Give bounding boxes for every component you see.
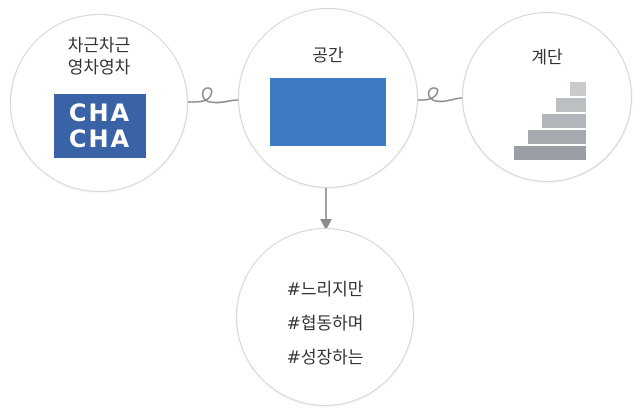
loop-connector-left (187, 87, 239, 104)
stair-step-1 (514, 146, 586, 160)
stairs-label: 계단 (531, 48, 563, 68)
stair-step-5 (570, 82, 586, 96)
arrow-down-head (320, 219, 332, 230)
stair-step-4 (556, 98, 586, 112)
stair-step-2 (528, 130, 586, 144)
chacha-line-1: 차근차근 (67, 36, 131, 56)
loop-connector-right (417, 87, 463, 103)
logo-text-bottom: CHA (68, 125, 132, 153)
space-rectangle (270, 78, 386, 146)
space-label: 공간 (312, 46, 344, 66)
chacha-line-2: 영차영차 (67, 58, 131, 78)
hashtag-2: #협동하며 (286, 314, 364, 334)
hashtags-circle (236, 228, 414, 406)
staircase-icon (514, 82, 586, 160)
hashtag-3: #성장하는 (286, 348, 364, 368)
cha-cha-logo: CHA CHA (54, 94, 146, 158)
hashtag-1: #느리지만 (286, 280, 364, 300)
logo-text-top: CHA (68, 99, 132, 127)
stair-step-3 (542, 114, 586, 128)
